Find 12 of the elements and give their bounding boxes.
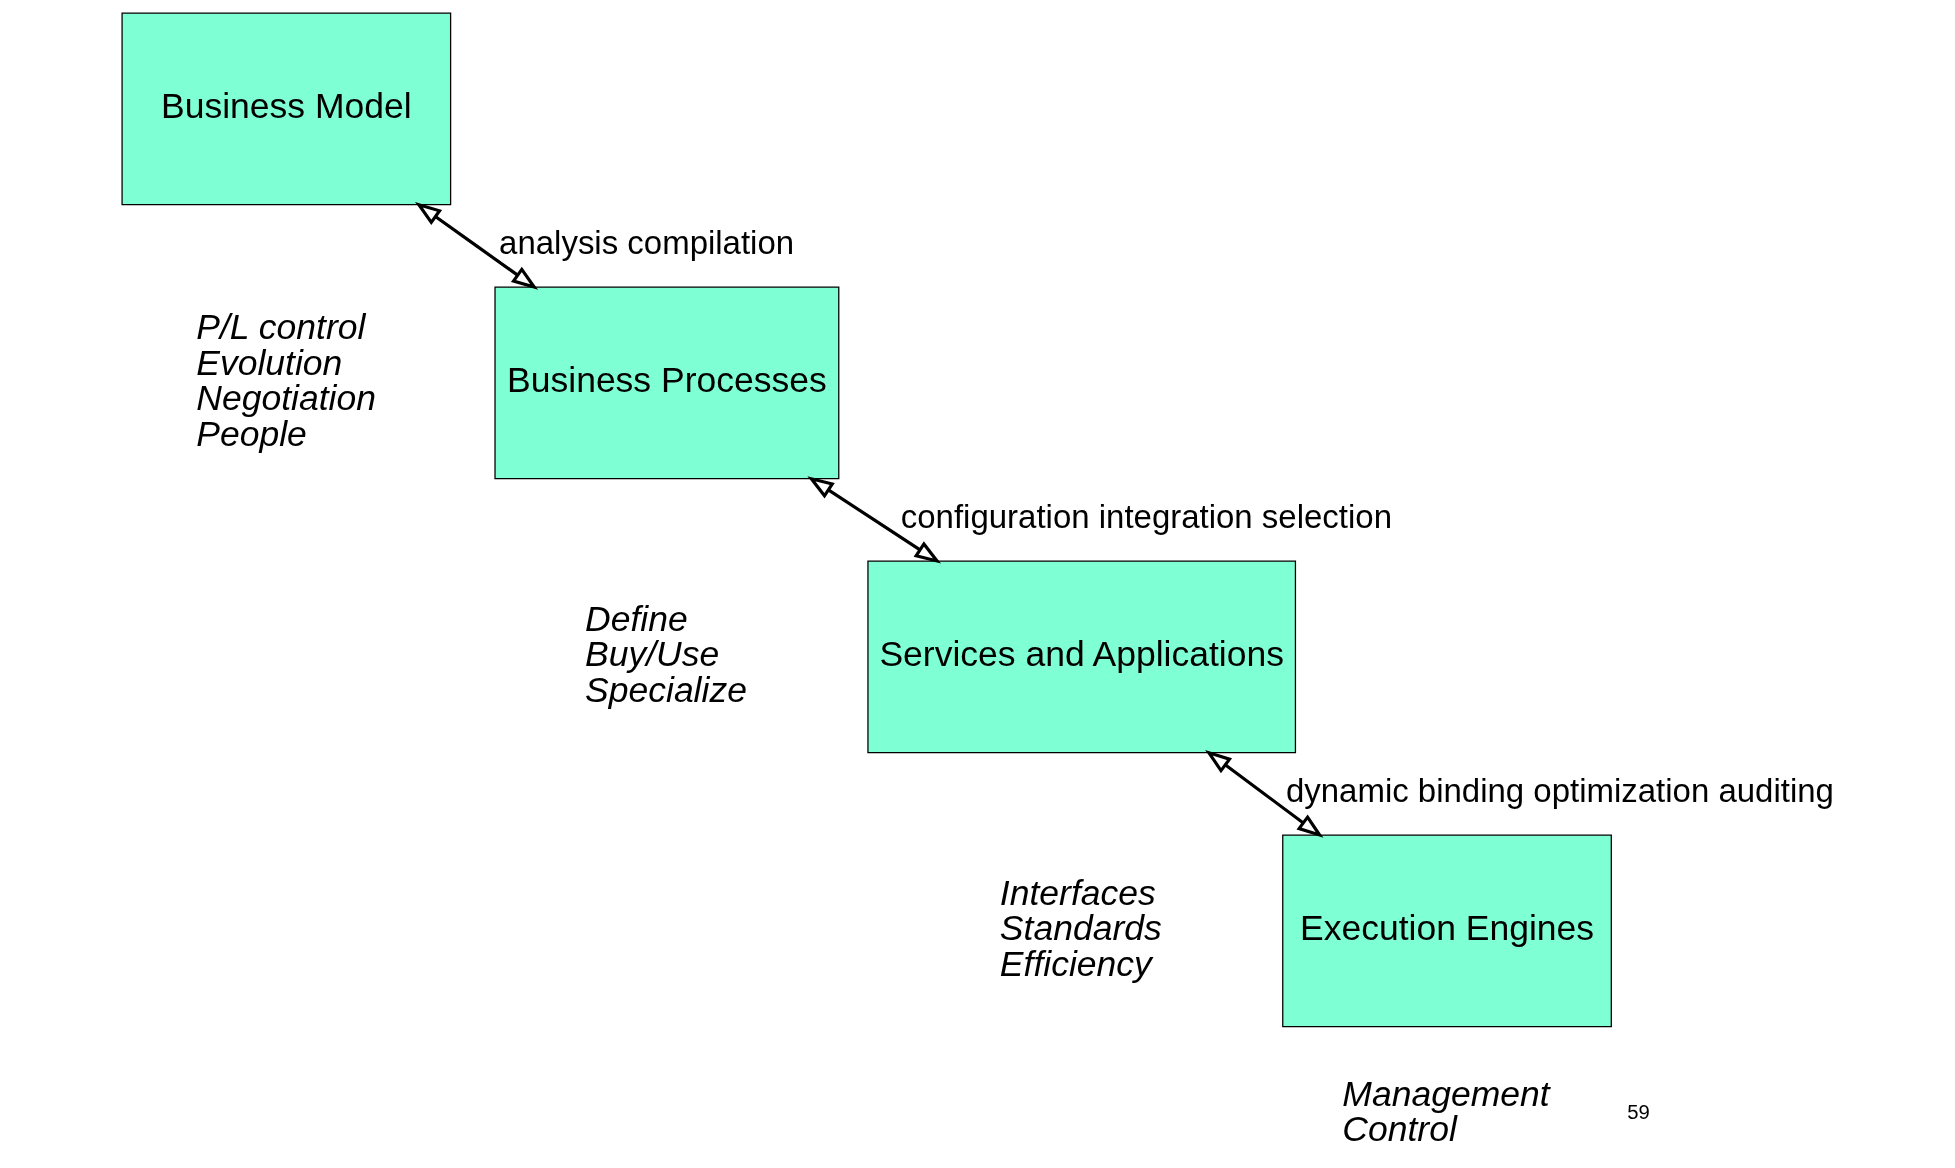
edge-label: configuration integration selection (900, 497, 1392, 535)
arrow (1204, 749, 1323, 838)
edge-label: analysis compilation (498, 223, 794, 261)
node-box: Execution Engines (1281, 834, 1612, 1028)
node-box: Services and Applications (866, 560, 1296, 754)
label: 59 (1626, 1101, 1650, 1124)
edge-label: dynamic binding optimization auditing (1285, 771, 1834, 809)
node-box: Business Processes (493, 286, 839, 480)
node-label: Management (1341, 1073, 1550, 1114)
node-box: Business Model (120, 12, 451, 206)
arrow (806, 476, 941, 564)
arrow (414, 202, 538, 290)
